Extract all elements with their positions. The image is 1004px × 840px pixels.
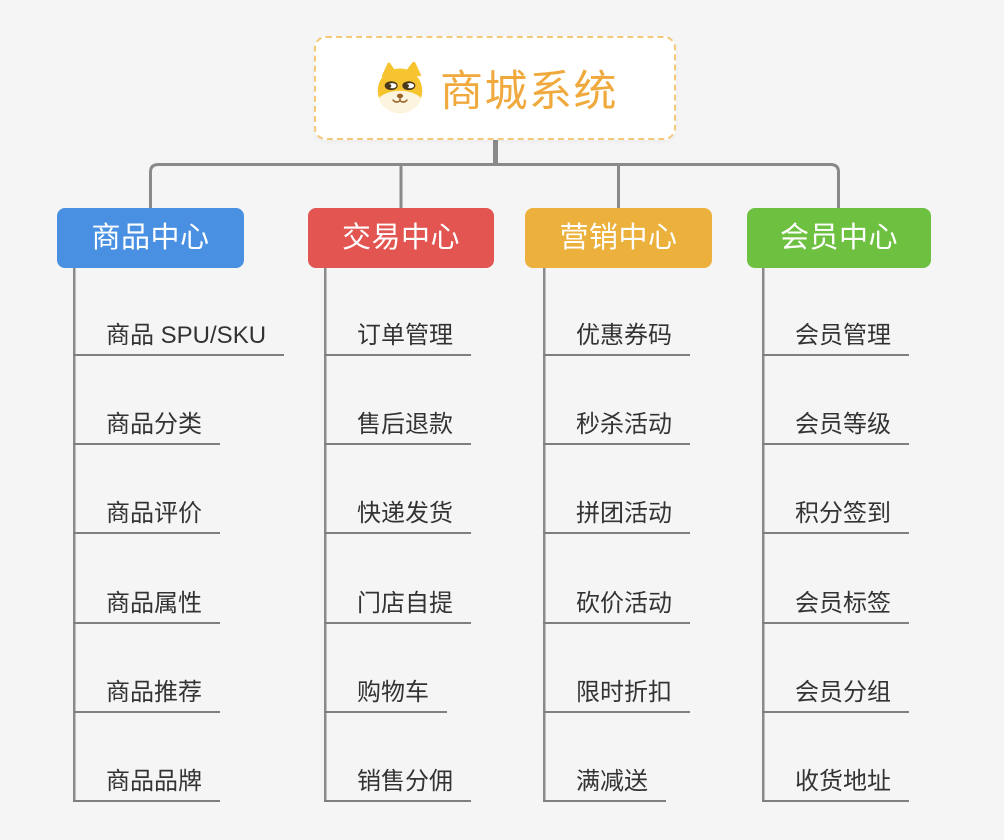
leaf-topic[interactable]: 秒杀活动 [543, 407, 690, 445]
leaf-topic[interactable]: 订单管理 [324, 318, 471, 356]
leaf-topic[interactable]: 优惠券码 [543, 318, 690, 356]
leaf-topic[interactable]: 积分签到 [762, 496, 909, 534]
leaf-topic[interactable]: 快递发货 [324, 496, 471, 534]
root-topic-label: 商城系统 [440, 68, 618, 116]
leaf-topic[interactable]: 会员分组 [762, 675, 909, 713]
leaf-topic[interactable]: 会员标签 [762, 586, 909, 624]
leaf-topic[interactable]: 商品 SPU/SKU [73, 318, 285, 356]
leaf-topic[interactable]: 会员等级 [762, 407, 909, 445]
leaf-topic[interactable]: 商品品牌 [73, 764, 220, 802]
leaf-topic[interactable]: 限时折扣 [543, 675, 690, 713]
leaf-topic[interactable]: 拼团活动 [543, 496, 690, 534]
leaf-topic[interactable]: 商品推荐 [73, 675, 220, 713]
branch-rail-line [149, 163, 840, 208]
doge-icon [377, 62, 423, 114]
branch-node-member-center[interactable]: 会员中心 [747, 208, 931, 268]
leaf-topic[interactable]: 砍价活动 [543, 586, 690, 624]
leaf-topic[interactable]: 销售分佣 [324, 764, 471, 802]
branch-node-product-center[interactable]: 商品中心 [57, 208, 244, 268]
leaf-topic[interactable]: 商品属性 [73, 586, 220, 624]
leaf-topic[interactable]: 收货地址 [762, 764, 909, 802]
branch-node-trade-center[interactable]: 交易中心 [308, 208, 494, 268]
leaf-topic[interactable]: 商品评价 [73, 496, 220, 534]
branch-node-marketing-center[interactable]: 营销中心 [525, 208, 712, 268]
leaf-topic[interactable]: 门店自提 [324, 586, 471, 624]
leaf-topic[interactable]: 满减送 [543, 764, 666, 802]
leaf-topic[interactable]: 售后退款 [324, 407, 471, 445]
leaf-topic[interactable]: 购物车 [324, 675, 447, 713]
leaf-topic[interactable]: 会员管理 [762, 318, 909, 356]
root-topic[interactable]: 商城系统 [314, 36, 676, 140]
leaf-topic[interactable]: 商品分类 [73, 407, 220, 445]
